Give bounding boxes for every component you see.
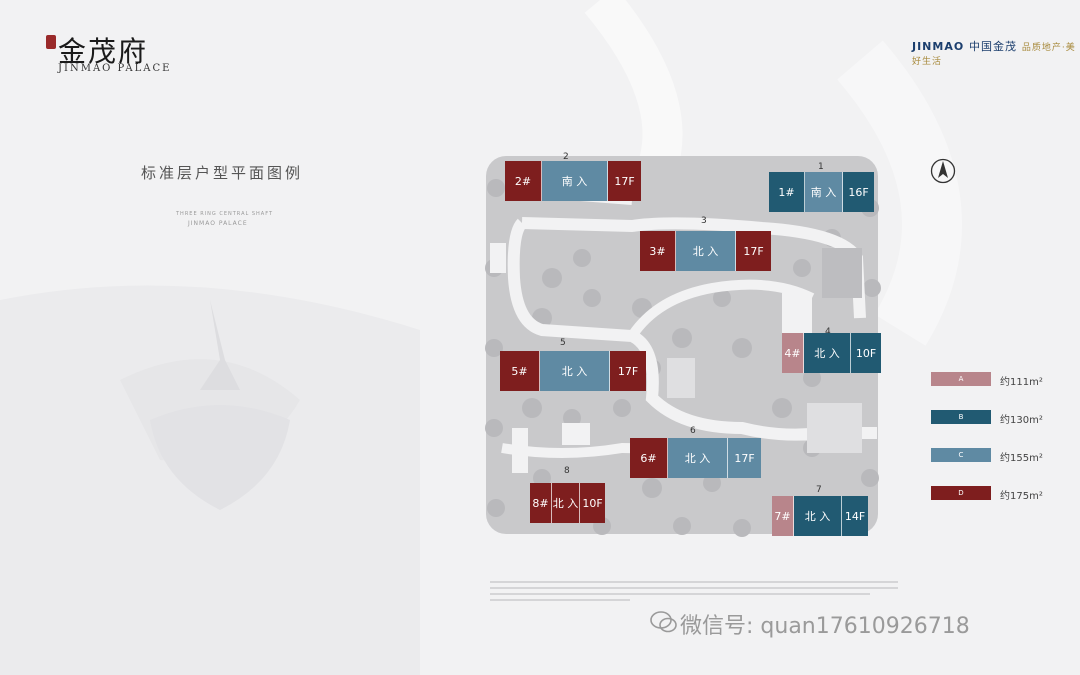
building-tag-6: 6 <box>690 426 696 436</box>
building-3-unit-label: 3# <box>640 231 676 271</box>
building-tag-3: 3 <box>701 216 707 226</box>
building-6-entrance: 北 入 <box>668 438 728 478</box>
logo-seal-icon <box>46 35 56 49</box>
brand-cn: 中国金茂 <box>969 40 1018 53</box>
building-tag-1: 1 <box>818 162 824 172</box>
brand-logo: JINMAO 中国金茂 品质地产·美好生活 <box>912 38 1080 67</box>
building-5[interactable]: 5# 北 入 17F <box>500 351 646 391</box>
building-3[interactable]: 3# 北 入 17F <box>640 231 771 271</box>
building-5-floors: 17F <box>610 351 646 391</box>
building-2-floors: 17F <box>608 161 641 201</box>
building-tag-7: 7 <box>816 485 822 495</box>
legend-swatch-c: C <box>931 448 991 462</box>
legend-area-a: 约111m² <box>1000 377 1043 388</box>
brand-en: JINMAO <box>912 40 965 53</box>
building-4[interactable]: 4# 北 入 10F <box>782 333 881 373</box>
building-4-unit-label: 4# <box>782 333 804 373</box>
building-4-entrance: 北 入 <box>804 333 851 373</box>
building-7-floors: 14F <box>842 496 868 536</box>
plan-subtitle-en-2: JINMAO PALACE <box>188 220 248 227</box>
fine-print <box>490 581 898 601</box>
building-1-floors: 16F <box>843 172 874 212</box>
wechat-watermark: 微信号: quan17610926718 <box>680 614 970 639</box>
building-2-unit-label: 2# <box>505 161 542 201</box>
building-2[interactable]: 2# 南 入 17F <box>505 161 641 201</box>
legend-swatch-a: A <box>931 372 991 386</box>
building-tag-2: 2 <box>563 152 569 162</box>
legend-swatch-d: D <box>931 486 991 500</box>
logo-title: 金茂府 <box>58 35 149 68</box>
building-8-entrance: 北 入 <box>552 483 580 523</box>
wechat-icon <box>650 611 677 633</box>
building-6[interactable]: 6# 北 入 17F <box>630 438 761 478</box>
building-5-entrance: 北 入 <box>540 351 610 391</box>
building-8-unit-label: 8# <box>530 483 552 523</box>
building-6-unit-label: 6# <box>630 438 668 478</box>
building-8[interactable]: 8# 北 入 10F <box>530 483 605 523</box>
building-1-entrance: 南 入 <box>805 172 843 212</box>
legend-area-b: 约130m² <box>1000 415 1043 426</box>
building-1-unit-label: 1# <box>769 172 805 212</box>
building-3-entrance: 北 入 <box>676 231 736 271</box>
building-4-floors: 10F <box>851 333 881 373</box>
legend-area-d: 约175m² <box>1000 491 1043 502</box>
site-ground <box>485 156 881 537</box>
legend-area-c: 约155m² <box>1000 453 1043 464</box>
legend-swatch-b: B <box>931 410 991 424</box>
building-7-entrance: 北 入 <box>794 496 842 536</box>
plan-title: 标准层户型平面图例 <box>141 164 304 182</box>
north-arrow-icon <box>930 158 956 184</box>
building-7-unit-label: 7# <box>772 496 794 536</box>
building-7[interactable]: 7# 北 入 14F <box>772 496 868 536</box>
building-1[interactable]: 1# 南 入 16F <box>769 172 874 212</box>
building-tag-8: 8 <box>564 466 570 476</box>
plan-subtitle-en: THREE RING CENTRAL SHAFT <box>176 211 274 217</box>
logo-subtitle: JINMAO PALACE <box>58 63 172 74</box>
building-8-floors: 10F <box>580 483 605 523</box>
building-5-unit-label: 5# <box>500 351 540 391</box>
building-tag-4: 4 <box>825 327 831 337</box>
brand-slogan: 品质地产·美好生活 <box>912 43 1076 67</box>
building-3-floors: 17F <box>736 231 771 271</box>
site-plan: 2 2# 南 入 17F 1 1# 南 入 16F 3 3# 北 入 17F 4… <box>482 148 882 538</box>
building-tag-5: 5 <box>560 338 566 348</box>
building-6-floors: 17F <box>728 438 761 478</box>
building-2-entrance: 南 入 <box>542 161 608 201</box>
